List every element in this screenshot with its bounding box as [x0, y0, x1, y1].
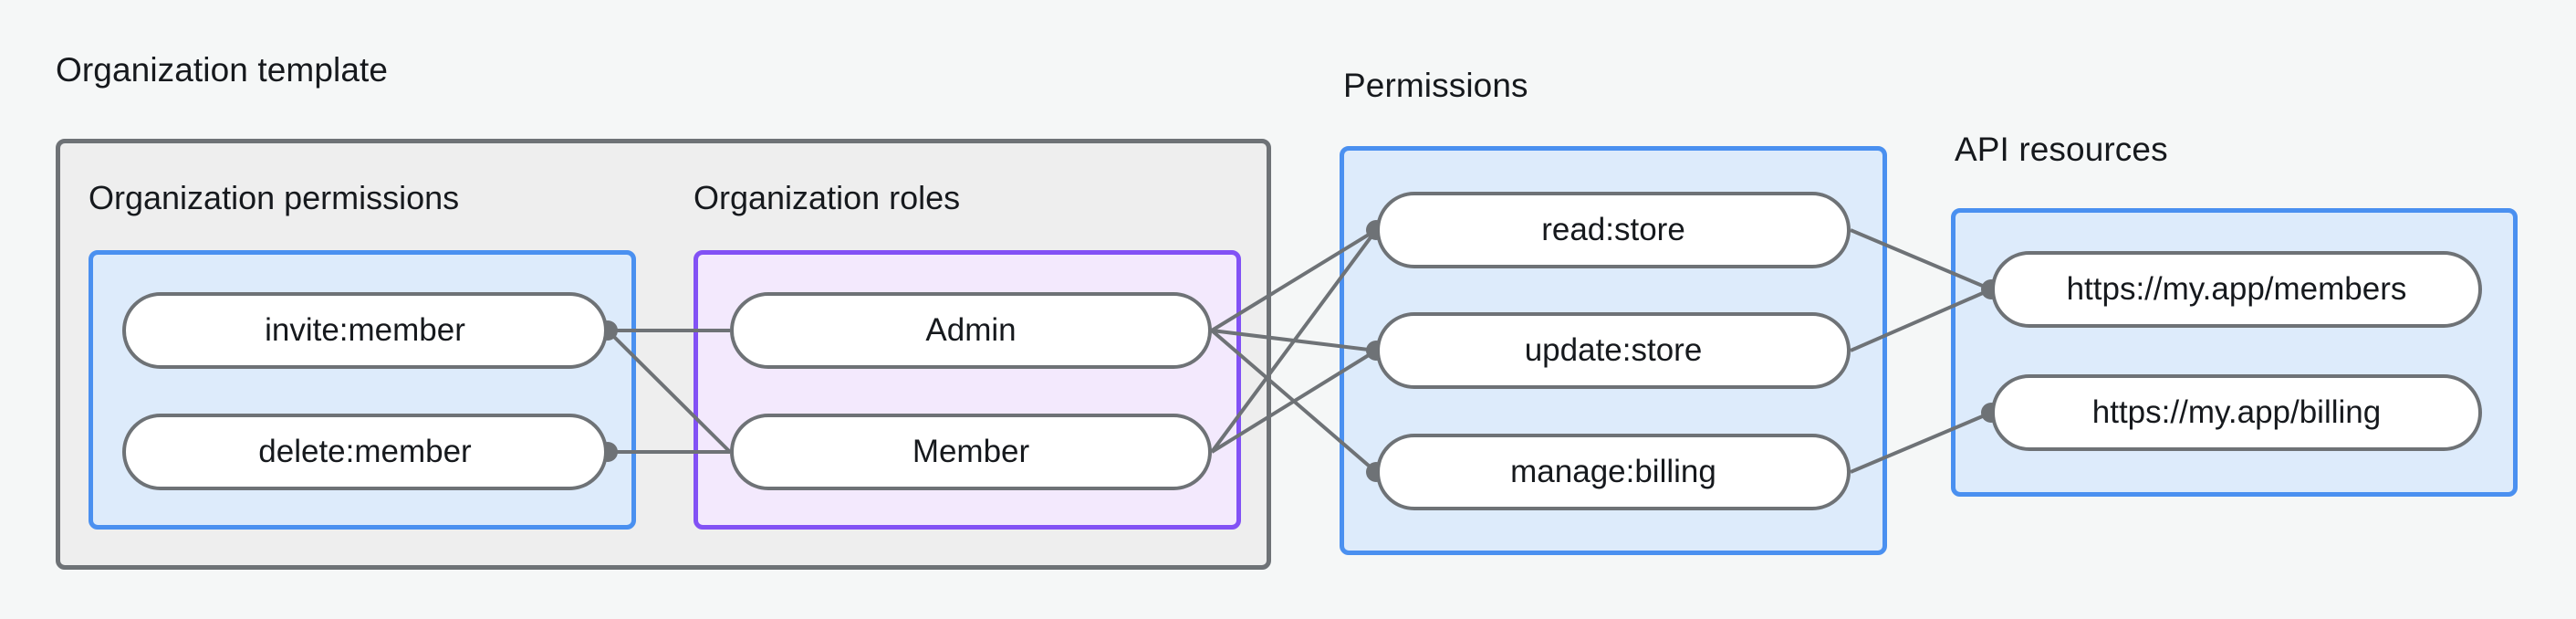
node-invite-member[interactable]: invite:member	[122, 292, 608, 369]
node-delete-member[interactable]: delete:member	[122, 414, 608, 490]
group-label-api-resources: API resources	[1955, 131, 2168, 168]
subgroup-label-organization-roles: Organization roles	[694, 179, 961, 216]
node-permission-manage-billing[interactable]: manage:billing	[1376, 434, 1851, 510]
node-role-member[interactable]: Member	[730, 414, 1212, 490]
subgroup-label-organization-permissions: Organization permissions	[89, 179, 460, 216]
node-permission-update-store[interactable]: update:store	[1376, 312, 1851, 389]
group-label-organization-template: Organization template	[56, 51, 389, 89]
node-permission-read-store[interactable]: read:store	[1376, 192, 1851, 268]
node-role-admin[interactable]: Admin	[730, 292, 1212, 369]
node-api-resource-billing[interactable]: https://my.app/billing	[1991, 374, 2482, 451]
group-label-permissions: Permissions	[1343, 67, 1528, 104]
node-api-resource-members[interactable]: https://my.app/members	[1991, 251, 2482, 328]
